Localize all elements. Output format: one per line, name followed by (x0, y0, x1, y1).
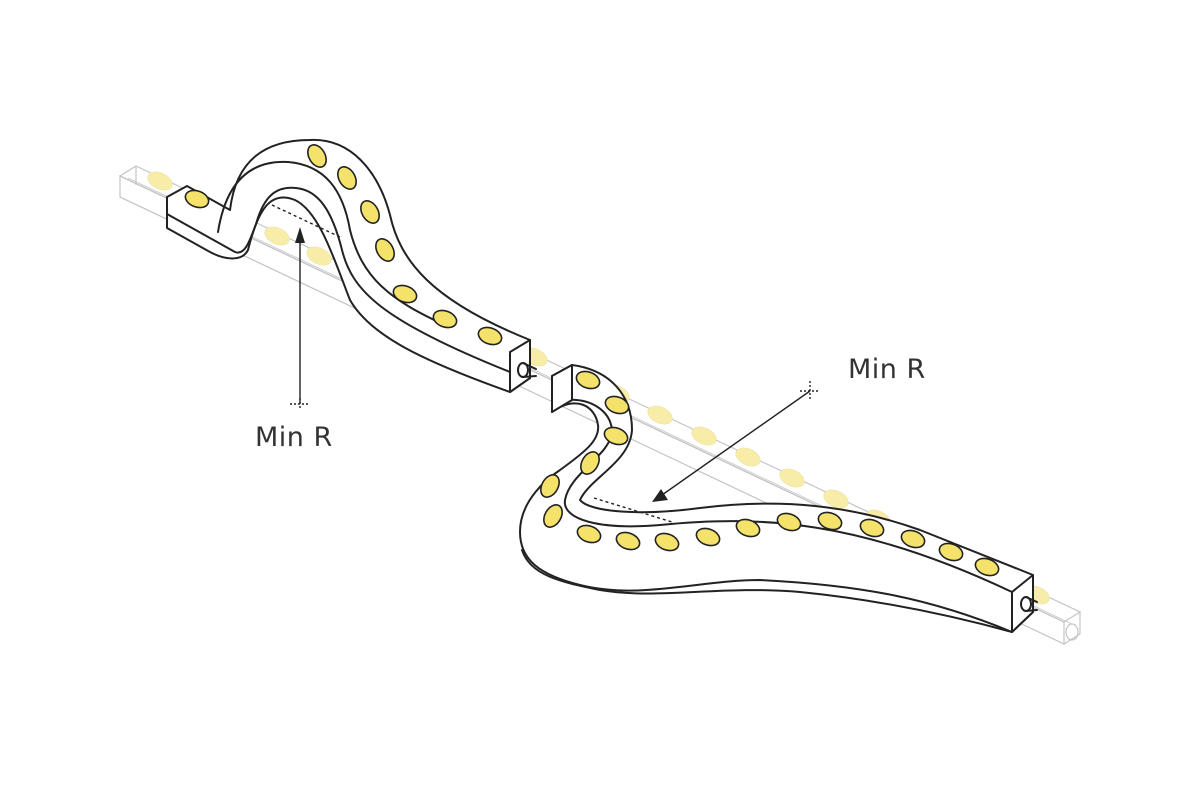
strip-led (392, 284, 418, 304)
strip-lower-body (519, 364, 1034, 633)
strip-led (307, 144, 327, 168)
strip-led (654, 532, 680, 552)
strip-led (974, 557, 1000, 577)
strip-led (695, 527, 721, 547)
strip-led (938, 542, 964, 562)
min-r-label-right: Min R (848, 354, 926, 385)
ghost-led (264, 226, 290, 246)
strip-led (603, 426, 629, 446)
ghost-led (823, 489, 849, 509)
ghost-led (647, 405, 673, 425)
strip-lower-start-cap (551, 364, 573, 413)
strip-led (776, 512, 802, 532)
strip-lower-side-line (521, 549, 1013, 633)
strip-segment-upper (166, 138, 537, 393)
ghost-led (147, 171, 173, 191)
strip-upper-body (166, 138, 531, 393)
strip-led (604, 395, 630, 415)
min-radius-indicator-right (593, 381, 820, 523)
strip-segment-lower (519, 364, 1038, 633)
strip-led (575, 370, 601, 390)
strip-led (184, 189, 210, 209)
strip-led (543, 504, 563, 528)
strip-led (432, 309, 458, 329)
min-r-label-left: Min R (255, 422, 333, 453)
strip-led (817, 511, 843, 531)
strip-led (360, 200, 380, 224)
strip-led (615, 531, 641, 551)
strip-led (859, 518, 885, 538)
ghost-led (306, 246, 332, 266)
strip-led-row (184, 144, 1000, 577)
strip-led (337, 166, 357, 190)
strip-upper-side-line (166, 186, 511, 373)
strip-led (900, 529, 926, 549)
strip-led (735, 518, 761, 538)
strip-upper-inner-edge (217, 160, 446, 326)
min-radius-indicator-left (271, 204, 341, 410)
ghost-led (691, 426, 717, 446)
strip-led (375, 238, 395, 262)
strip-led (576, 524, 602, 544)
ghost-led (735, 447, 761, 467)
ghost-led (779, 468, 805, 488)
strip-led (477, 326, 503, 346)
strip-led (540, 474, 560, 498)
strip-led (580, 451, 600, 475)
